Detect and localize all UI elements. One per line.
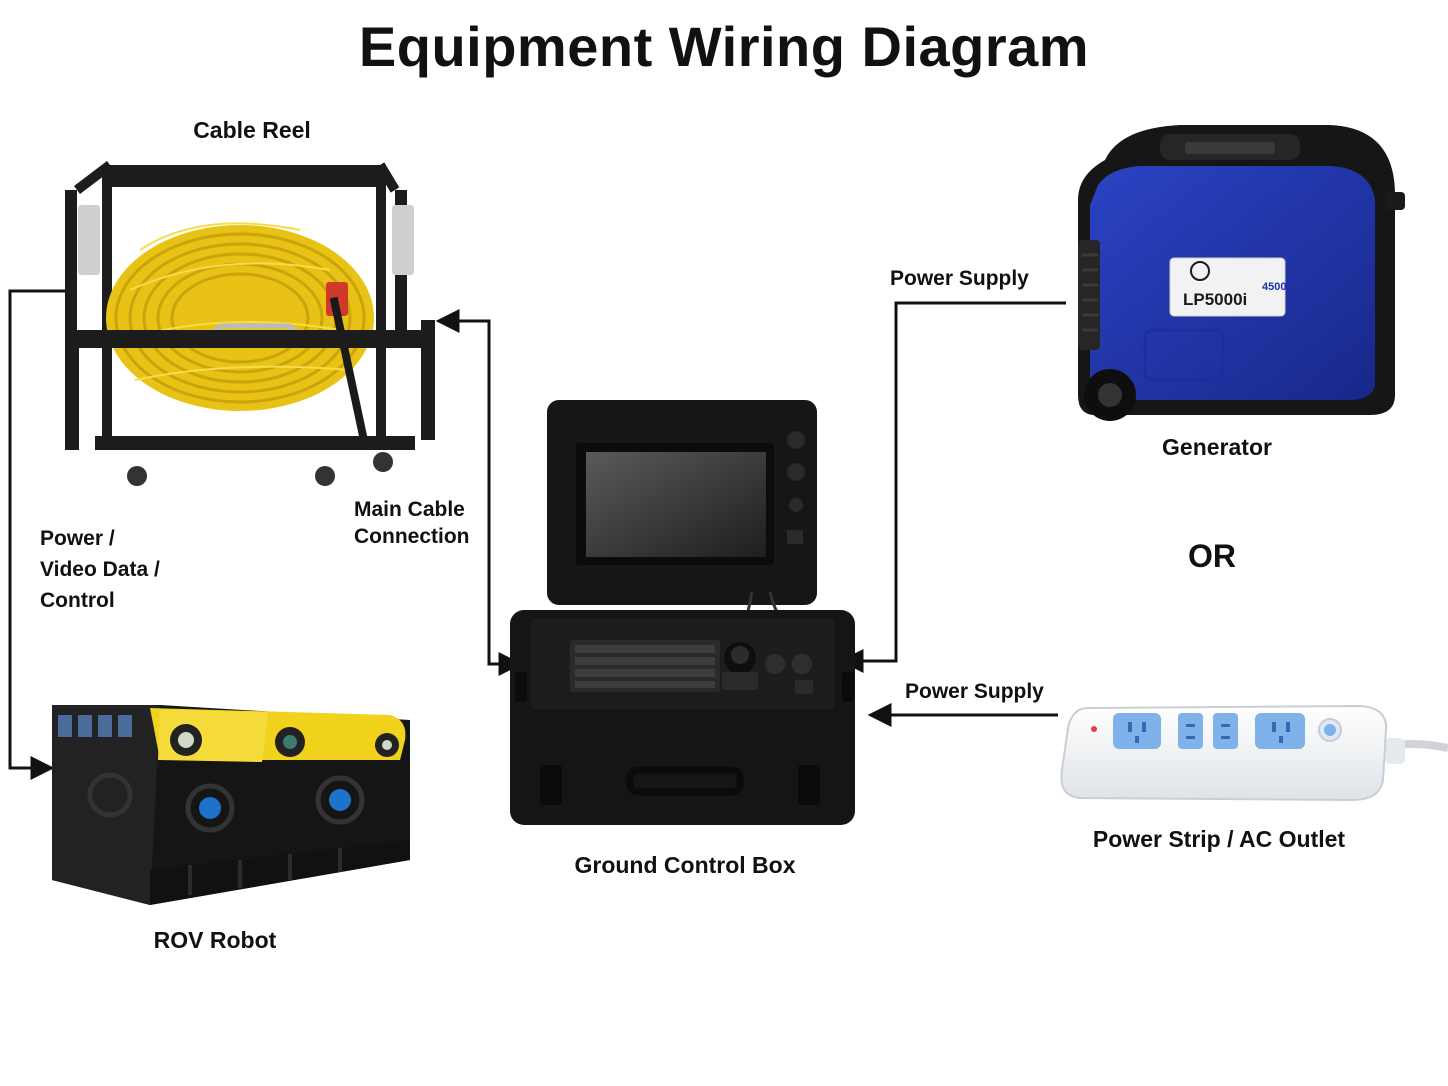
generator-rating-text: 4500 <box>1262 281 1286 293</box>
power-strip-label: Power Strip / AC Outlet <box>1093 826 1345 854</box>
generator-label: Generator <box>1162 434 1272 462</box>
main-cable-connection-label: Main Cable Connection <box>354 496 470 550</box>
generator-badge: LP5000i 4500 <box>1170 258 1286 316</box>
generator-model-text: LP5000i <box>1183 290 1247 309</box>
ground-control-box-label: Ground Control Box <box>574 852 795 880</box>
ground-control-box-image <box>510 400 855 825</box>
main-cable-line-1: Main Cable <box>354 496 470 523</box>
cable-reel-image <box>65 165 435 486</box>
main-cable-line-2: Connection <box>354 523 470 550</box>
diagram-title: Equipment Wiring Diagram <box>0 14 1448 79</box>
outlet-power-supply-label: Power Supply <box>905 679 1044 704</box>
generator-power-line <box>842 303 1066 661</box>
power-video-control-line-3: Control <box>40 585 160 616</box>
rov-robot-image <box>52 705 410 905</box>
rov-robot-label: ROV Robot <box>154 927 277 955</box>
reel-to-control-box-cable <box>438 321 520 664</box>
or-divider-text: OR <box>1188 538 1236 575</box>
generator-power-supply-label: Power Supply <box>890 266 1029 291</box>
power-strip-image <box>1061 706 1448 800</box>
power-video-control-label: Power / Video Data / Control <box>40 523 160 616</box>
power-video-control-line-1: Power / <box>40 523 160 554</box>
cable-reel-label: Cable Reel <box>193 117 311 145</box>
power-video-control-line-2: Video Data / <box>40 554 160 585</box>
